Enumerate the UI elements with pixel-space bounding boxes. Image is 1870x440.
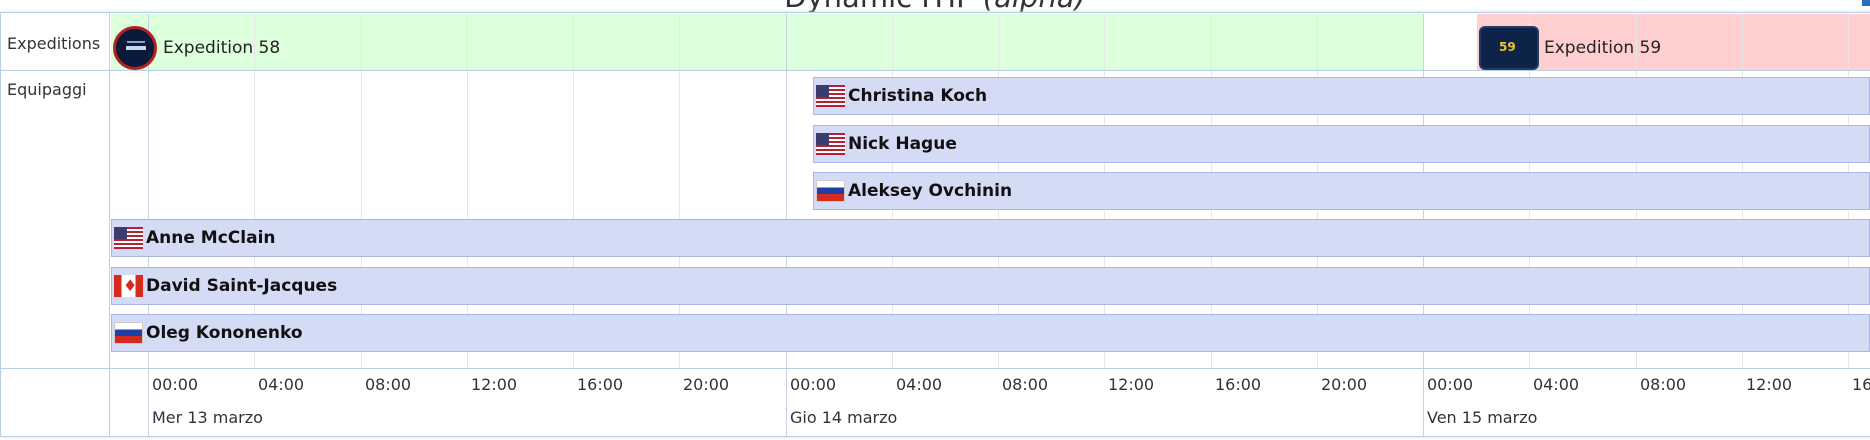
day-label: Gio 14 marzo [790,408,898,427]
day-label: Ven 15 marzo [1427,408,1538,427]
tick-label: 00:00 [1427,375,1474,394]
tick-label: 04:00 [1533,375,1580,394]
tick-label: 12:00 [471,375,518,394]
russia-flag-icon [114,322,143,344]
russia-flag-icon [816,180,845,202]
expedition-59-band[interactable] [1477,14,1870,70]
crew-name: Oleg Kononenko [146,323,303,343]
crew-bar-nick-hague[interactable]: Nick Hague [813,125,1870,163]
corner-button[interactable] [1862,0,1870,6]
expedition-59-patch-icon [1479,26,1539,70]
tick-label: 16 [1852,375,1870,394]
tick-label: 04:00 [896,375,943,394]
page-title-suffix: (alpha) [983,0,1086,14]
expedition-59-item[interactable]: Expedition 59 [1479,26,1661,70]
crew-name: Aleksey Ovchinin [848,181,1013,201]
tick-label: 20:00 [683,375,730,394]
crew-bar-christina-koch[interactable]: Christina Koch [813,77,1870,115]
row-divider [0,368,1870,369]
expedition-58-label: Expedition 58 [163,38,281,58]
page-title: Dynamic ITIP (alpha) [0,0,1870,12]
tick-label: 04:00 [258,375,305,394]
expedition-58-item[interactable]: Expedition 58 [113,26,280,70]
expedition-58-patch-icon [113,26,157,70]
row-divider [0,70,1870,71]
day-label: Mer 13 marzo [152,408,263,427]
crew-bar-aleksey-ovchinin[interactable]: Aleksey Ovchinin [813,172,1870,210]
row-labels [0,12,110,437]
tick-label: 08:00 [1640,375,1687,394]
us-flag-icon [816,133,845,155]
tick-label: 12:00 [1108,375,1155,394]
row-label-crew: Equipaggi [7,80,87,99]
crew-bar-oleg-kononenko[interactable]: Oleg Kononenko [111,314,1870,352]
crew-name: Christina Koch [848,86,988,106]
crew-name: Nick Hague [848,134,957,154]
tick-label: 12:00 [1746,375,1793,394]
tick-label: 00:00 [790,375,837,394]
expedition-59-label: Expedition 59 [1544,38,1662,58]
tick-label: 08:00 [365,375,412,394]
us-flag-icon [816,85,845,107]
canada-flag-icon [114,275,143,297]
crew-name: David Saint-Jacques [146,276,338,296]
row-label-expeditions: Expeditions [7,34,101,53]
tick-label: 16:00 [1215,375,1262,394]
tick-label: 00:00 [152,375,199,394]
tick-label: 08:00 [1002,375,1049,394]
page-title-text: Dynamic ITIP [784,0,973,14]
timeline-frame [0,12,1870,437]
us-flag-icon [114,227,143,249]
crew-bar-anne-mcclain[interactable]: Anne McClain [111,219,1870,257]
tick-label: 20:00 [1321,375,1368,394]
expedition-58-band[interactable] [111,14,1423,70]
crew-bar-david-saint-jacques[interactable]: David Saint-Jacques [111,267,1870,305]
crew-name: Anne McClain [146,228,276,248]
tick-label: 16:00 [577,375,624,394]
